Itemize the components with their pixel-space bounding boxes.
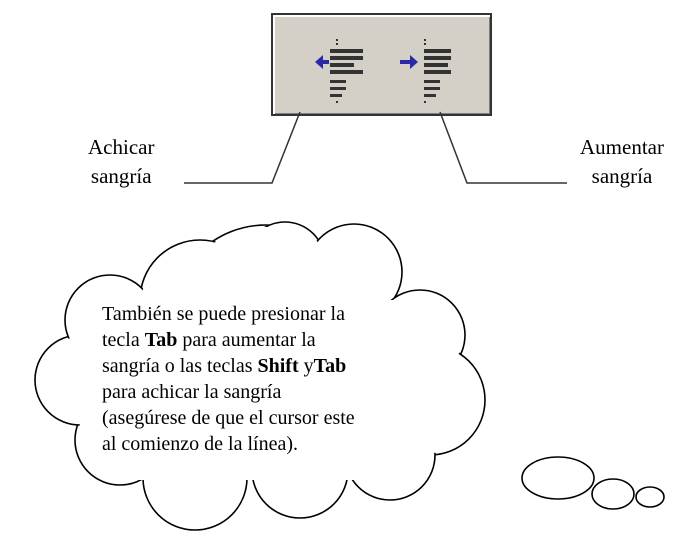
tip-line-6: al comienzo de la línea).: [102, 433, 299, 455]
tip-line-3: sangría o las teclas Shift yTab: [102, 355, 347, 377]
increase-indent-icon: [400, 39, 451, 103]
tip-line-2: tecla Tab para aumentar la: [102, 329, 316, 351]
increase-indent-button[interactable]: [391, 37, 451, 107]
tip-line-4: para achicar la sangría: [102, 381, 282, 403]
tip-text: También se puede presionar la tecla Tab …: [102, 301, 402, 457]
tip-line-1: También se puede presionar la: [102, 303, 345, 325]
tip-line-5: (asegúrese de que el cursor este: [102, 407, 355, 429]
formatting-toolbar: [271, 13, 492, 116]
decrease-indent-button[interactable]: [303, 37, 363, 107]
increase-indent-label: Aumentar sangría: [580, 135, 664, 188]
decrease-indent-icon: [315, 39, 363, 103]
decrease-indent-label: Achicar sangría: [88, 135, 155, 188]
